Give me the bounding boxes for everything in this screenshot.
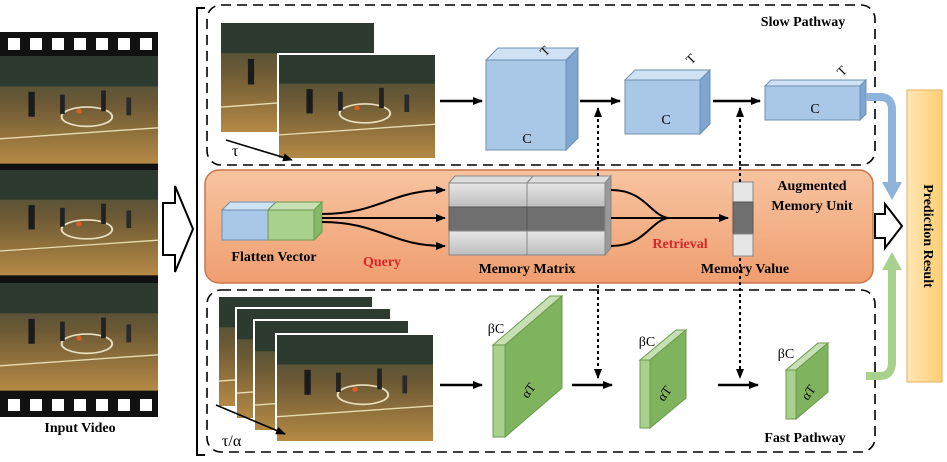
slow-output-path bbox=[866, 93, 896, 185]
model-bracket bbox=[196, 7, 205, 456]
input-frame-3 bbox=[0, 282, 159, 392]
slow-block-3-channel: C bbox=[810, 102, 819, 117]
retrieval-arrows bbox=[610, 189, 729, 247]
slow-block-2-channel: C bbox=[661, 113, 670, 128]
fast-output-arrowhead bbox=[882, 252, 902, 270]
flatten-vector-label: Flatten Vector bbox=[231, 250, 316, 265]
fast-feature-block-2 bbox=[638, 328, 688, 430]
input-frame-2 bbox=[0, 169, 159, 277]
input-video-caption: Input Video bbox=[44, 421, 115, 436]
fast-block-3-time: αT bbox=[798, 382, 819, 403]
slow-feature-block-2 bbox=[623, 68, 712, 136]
fast-pathway-box bbox=[206, 289, 876, 453]
memory-to-prediction-arrow bbox=[874, 201, 904, 251]
fast-frame-4 bbox=[275, 333, 435, 443]
query-label: Query bbox=[363, 255, 401, 270]
fast-block-2-time: αT bbox=[654, 383, 675, 404]
fast-feature-block-3 bbox=[784, 341, 830, 421]
slow-frame-stack bbox=[219, 21, 437, 161]
memory-value-vector bbox=[732, 181, 754, 257]
film-perforations-top bbox=[8, 38, 152, 50]
slow-block-1-channel: C bbox=[522, 132, 531, 147]
fast-frame-stack bbox=[217, 295, 435, 443]
fast-output-path bbox=[866, 268, 896, 380]
query-arrows bbox=[321, 186, 446, 250]
prediction-result-bar bbox=[906, 89, 943, 383]
slow-output-arrowhead bbox=[882, 182, 902, 200]
input-to-model-arrow bbox=[162, 185, 195, 273]
slow-stride-arrow bbox=[225, 139, 293, 162]
input-film-strip bbox=[0, 32, 159, 417]
flatten-vector bbox=[220, 200, 324, 242]
slow-feature-block-3 bbox=[763, 78, 868, 122]
fast-block-1-channel: βC bbox=[488, 322, 504, 337]
memory-matrix bbox=[447, 174, 613, 257]
fast-pathway-title: Fast Pathway bbox=[764, 431, 845, 446]
slow-pathway-title: Slow Pathway bbox=[761, 15, 845, 30]
fast-stride-label: τ/α bbox=[222, 433, 242, 450]
fast-feature-block-1 bbox=[491, 294, 564, 439]
memory-matrix-label: Memory Matrix bbox=[479, 262, 576, 277]
memory-unit-title-1: Augmented bbox=[777, 179, 846, 194]
slow-block-3-time: T bbox=[834, 63, 850, 79]
slow-block-2-time: T bbox=[683, 51, 699, 67]
slow-stride-label: τ bbox=[232, 143, 239, 160]
fast-block-1-time: αT bbox=[518, 380, 539, 401]
memory-value-label: Memory Value bbox=[701, 262, 789, 277]
input-frame-1 bbox=[0, 55, 159, 165]
slow-feature-block-1 bbox=[484, 46, 580, 152]
fast-block-3-channel: βC bbox=[778, 347, 794, 362]
slow-frame-front bbox=[277, 53, 437, 161]
memory-links bbox=[594, 107, 744, 379]
slow-pathway-box bbox=[206, 4, 876, 166]
retrieval-label: Retrieval bbox=[652, 237, 707, 252]
memory-unit-title-2: Memory Unit bbox=[771, 199, 853, 214]
fast-stride-arrow bbox=[215, 404, 286, 435]
fast-block-2-channel: βC bbox=[639, 335, 655, 350]
film-perforations-bottom bbox=[8, 399, 152, 411]
prediction-result-label: Prediction Result bbox=[920, 184, 935, 288]
